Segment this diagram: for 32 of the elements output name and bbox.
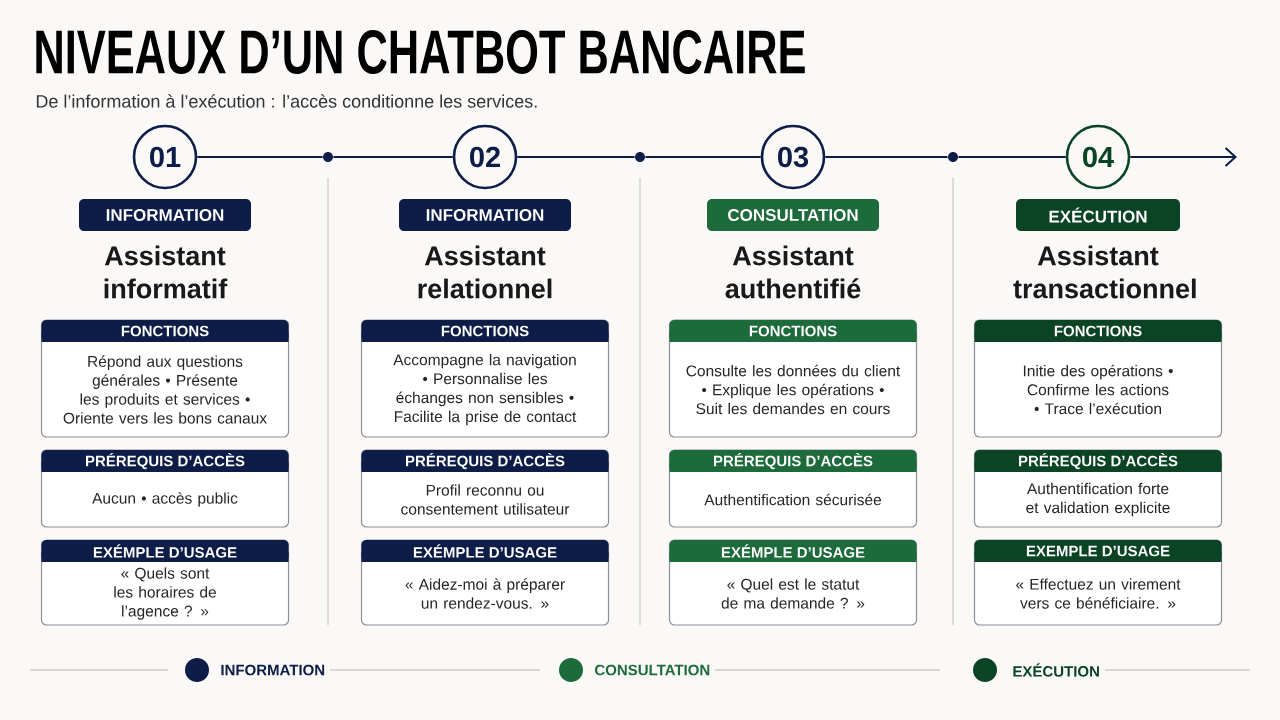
legend-label: CONSULTATION bbox=[595, 664, 710, 676]
legend-label: EXÉCUTION bbox=[1013, 663, 1099, 677]
category-badge: INFORMATION bbox=[79, 199, 251, 231]
timeline-line bbox=[644, 156, 762, 158]
timeline-line bbox=[332, 156, 454, 158]
level-heading: Assistant authentifié bbox=[725, 245, 861, 299]
timeline-line bbox=[824, 156, 949, 158]
info-card: FONCTIONS Consulte les données du client • Explique les opérations • Suit les demandes en cours bbox=[668, 319, 918, 438]
info-card: EXÉMPLE D’USAGE « Quel est le statut de ma demande ? » bbox=[668, 539, 918, 626]
title: NIVEAUX D’UN CHATBOT BANCAIRE bbox=[36, 30, 805, 74]
info-card: FONCTIONS Répond aux questions générales • Présente les produits et services • Oriente vers les bons canaux bbox=[40, 319, 290, 438]
info-card: EXÉMPLE D’USAGE « Aidez-moi à préparer un rendez-vous. » bbox=[360, 539, 610, 626]
category-badge: CONSULTATION bbox=[707, 199, 879, 231]
info-card: PRÉREQUIS D’ACCÈS Aucun • accès public bbox=[40, 449, 290, 528]
timeline-line bbox=[196, 156, 324, 158]
level-heading: Assistant relationnel bbox=[418, 245, 552, 299]
level-heading: Assistant informatif bbox=[104, 245, 228, 299]
info-card: EXEMPLE D’USAGE « Effectuez un virement vers ce bénéficiaire. » bbox=[973, 539, 1223, 626]
info-card: FONCTIONS Initie des opérations • Confirme les actions • Trace l’exécution bbox=[973, 319, 1223, 438]
level-heading: Assistant transactionnel bbox=[1013, 245, 1196, 299]
category-badge: INFORMATION bbox=[399, 199, 571, 231]
timeline-line bbox=[516, 156, 636, 158]
legend-label: INFORMATION bbox=[221, 664, 325, 676]
info-card: PRÉREQUIS D’ACCÈS Authentification sécurisée bbox=[668, 449, 918, 528]
info-card: PRÉREQUIS D’ACCÈS Profil reconnu ou consentement utilisateur bbox=[360, 449, 610, 528]
info-card: EXÉMPLE D’USAGE « Quels sont les horaires de l’agence ? » bbox=[40, 539, 290, 626]
subtitle: De l’information à l’exécution : l’accès conditionne les services. bbox=[36, 94, 537, 108]
timeline-line bbox=[1129, 147, 1237, 167]
info-card: PRÉREQUIS D’ACCÈS Authentification forte et validation explicite bbox=[973, 449, 1223, 528]
timeline-line bbox=[957, 156, 1067, 158]
category-badge: EXÉCUTION bbox=[1016, 199, 1180, 231]
info-card: FONCTIONS Accompagne la navigation • Personnalise les échanges non sensibles • Facilite la prise de contact bbox=[360, 319, 610, 438]
